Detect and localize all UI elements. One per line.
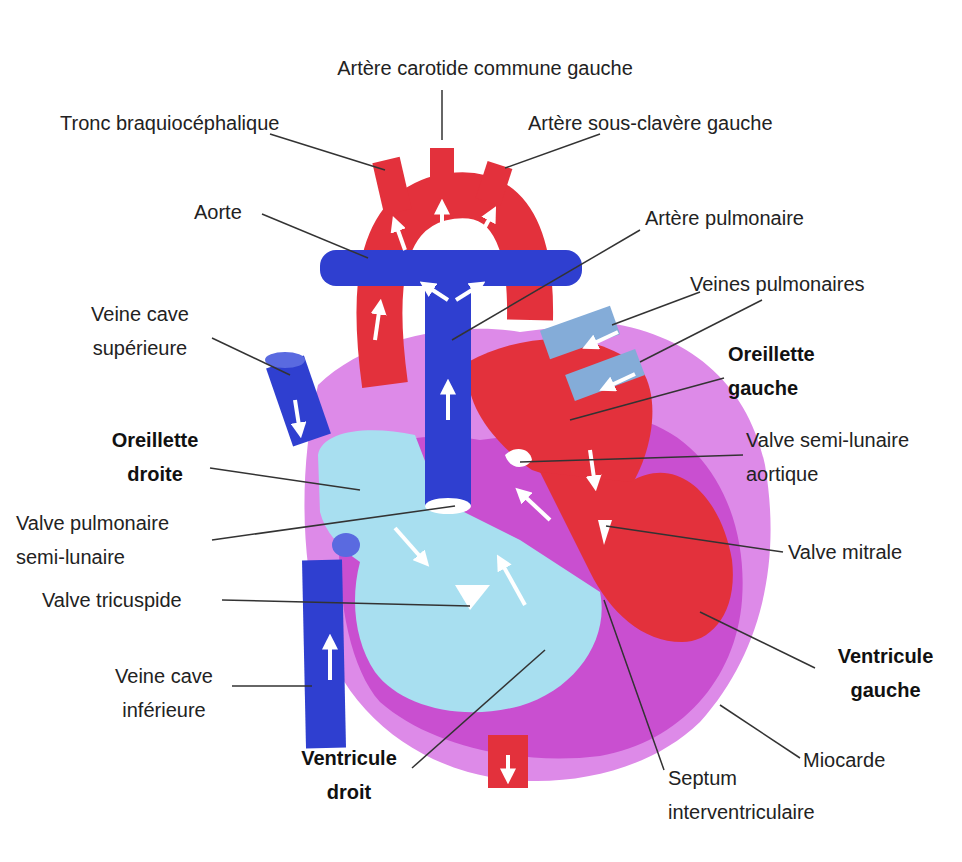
part-label: Ventricule gauche bbox=[818, 639, 953, 707]
pulmonary-trunk bbox=[425, 262, 471, 506]
part-label: Tronc braquiocéphalique bbox=[60, 106, 350, 140]
leader-lines bbox=[210, 90, 815, 770]
descending-aorta bbox=[488, 735, 528, 788]
flow-arrows bbox=[295, 205, 635, 778]
part-label: Veines pulmonaires bbox=[690, 267, 940, 301]
valve bbox=[505, 449, 532, 467]
part-label: Miocarde bbox=[803, 743, 948, 777]
artery-branch bbox=[386, 160, 398, 212]
part-label: Ventricule droit bbox=[283, 741, 415, 809]
part-label: Artère pulmonaire bbox=[645, 201, 875, 235]
valve bbox=[425, 498, 471, 514]
part-label: Artère carotide commune gauche bbox=[250, 51, 720, 85]
vena-cava bbox=[322, 560, 326, 748]
left-ventricle bbox=[540, 472, 733, 642]
part-label: Oreillette gauche bbox=[728, 337, 848, 405]
part-label: Veine cave supérieure bbox=[70, 297, 210, 365]
part-label: Valve pulmonaire semi-lunaire bbox=[16, 506, 216, 574]
heart-wall bbox=[304, 322, 770, 781]
artery-branch bbox=[430, 148, 454, 198]
part-label: Oreillette droite bbox=[95, 423, 215, 491]
pulmonary-vein bbox=[570, 362, 640, 388]
pulmonary-vein bbox=[545, 320, 615, 345]
part-label: Septum interventriculaire bbox=[668, 761, 878, 829]
part-label: Aorte bbox=[194, 195, 274, 229]
artery-branch bbox=[488, 165, 500, 202]
part-label: Valve semi-lunaire aortique bbox=[746, 423, 956, 491]
part-label: Artère sous-clavère gauche bbox=[528, 106, 858, 140]
part-label: Valve mitrale bbox=[788, 535, 953, 569]
valve bbox=[598, 520, 612, 545]
part-label: Veine cave inférieure bbox=[98, 659, 230, 727]
part-label: Valve tricuspide bbox=[42, 583, 232, 617]
vessel-end bbox=[332, 533, 360, 557]
vena-cava bbox=[285, 362, 312, 440]
